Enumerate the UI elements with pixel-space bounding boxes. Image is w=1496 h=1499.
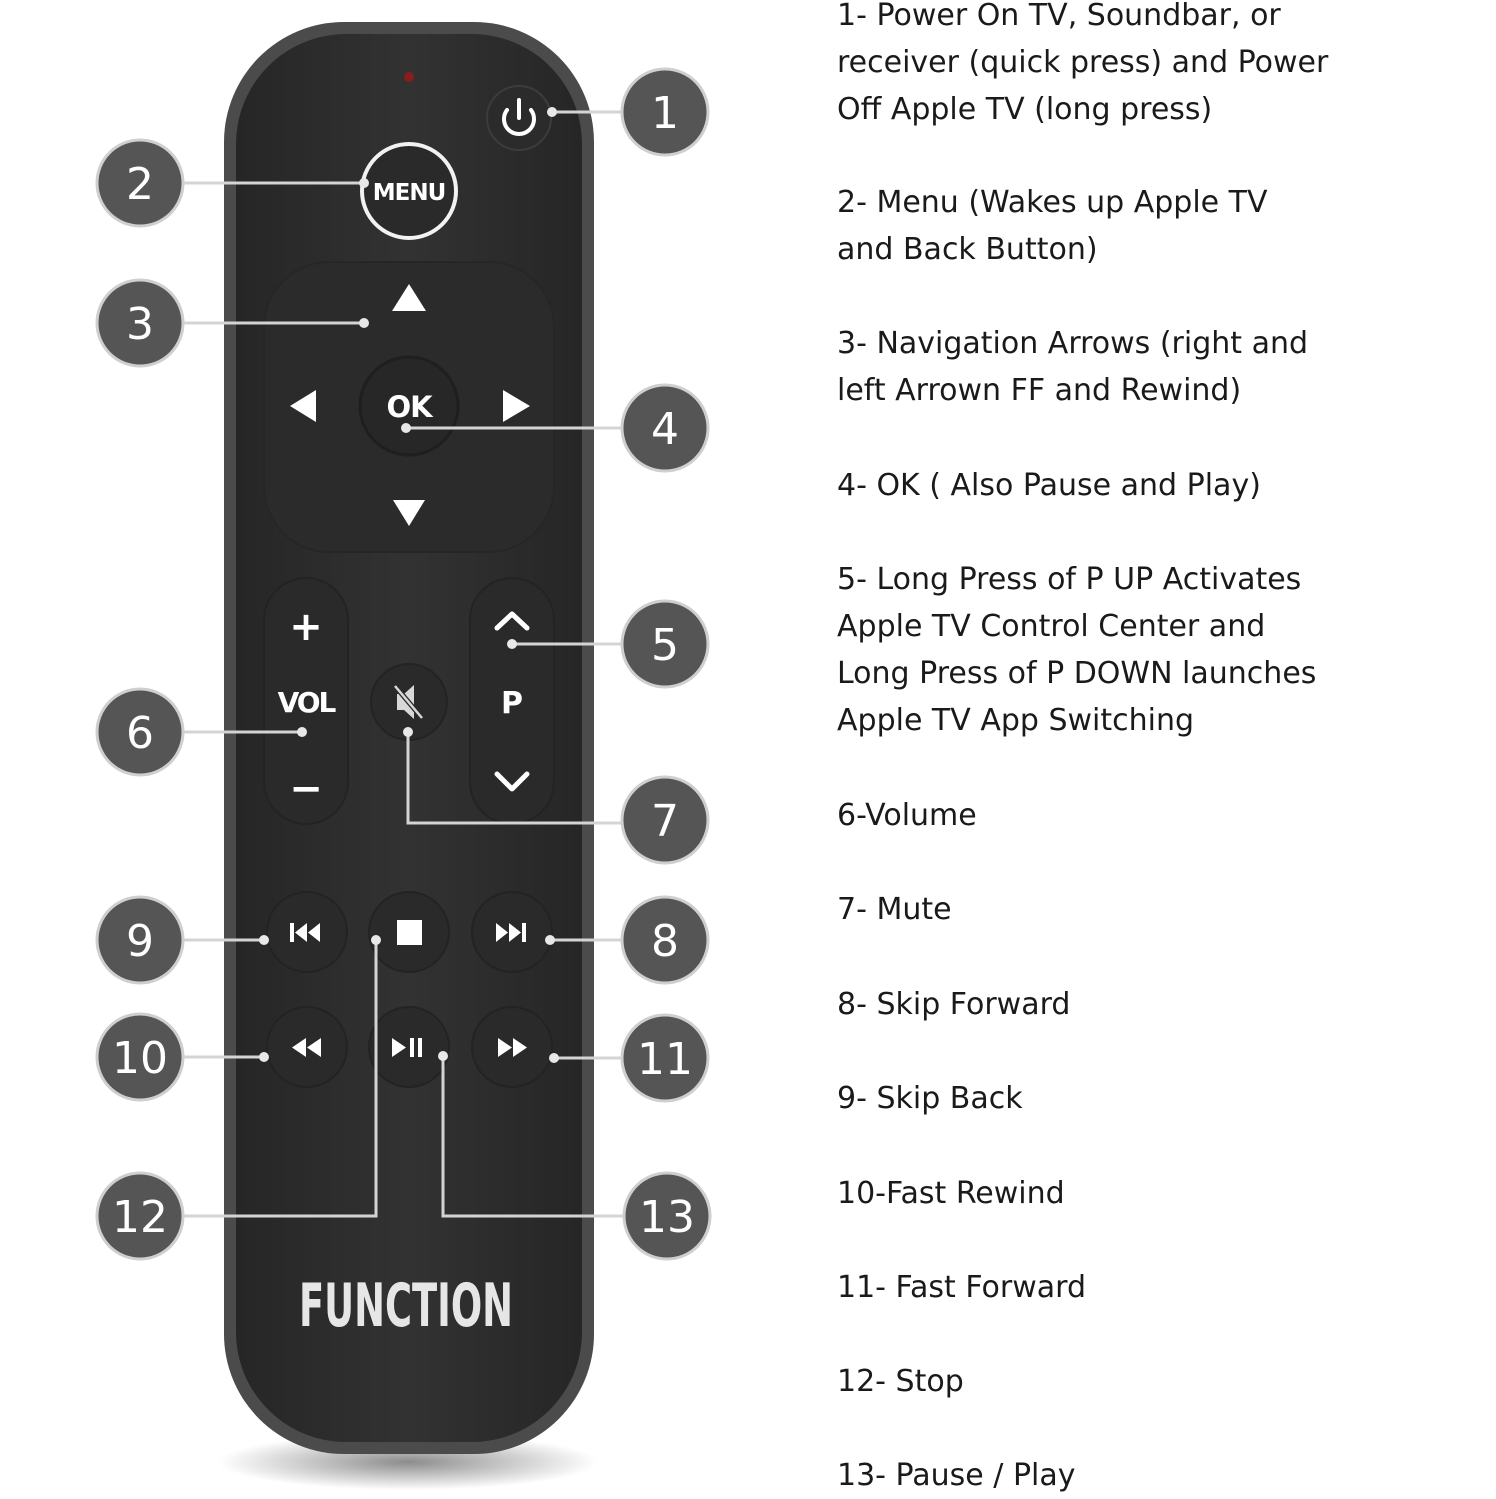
callout-6: 6 — [95, 687, 185, 777]
callout-2: 2 — [95, 138, 185, 228]
chevron-down-icon — [494, 771, 530, 792]
volume-up-label: + — [289, 604, 323, 650]
callout-number: 8 — [651, 916, 679, 967]
stop-button[interactable] — [368, 891, 450, 973]
description-1: 1- Power On TV, Soundbar, or receiver (q… — [837, 0, 1329, 127]
callouts: 1 2 3 4 5 6 7 8 — [95, 67, 712, 1261]
description-11: 11- Fast Forward — [837, 1270, 1086, 1305]
callout-number: 9 — [126, 916, 154, 967]
menu-button[interactable]: MENU — [360, 142, 458, 240]
play-pause-icon — [392, 1038, 422, 1057]
callout-4: 4 — [620, 383, 710, 473]
arrow-down-icon[interactable] — [393, 500, 425, 526]
callout-8: 8 — [620, 895, 710, 985]
volume-label: VOL — [278, 686, 337, 719]
power-button[interactable] — [486, 85, 552, 151]
callout-number: 13 — [639, 1192, 695, 1243]
mute-button[interactable] — [370, 663, 448, 741]
description-8: 8- Skip Forward — [837, 987, 1071, 1022]
callout-number: 3 — [126, 299, 154, 350]
power-icon — [502, 98, 536, 136]
description-3: 3- Navigation Arrows (right and left Arr… — [837, 326, 1309, 408]
arrow-up-icon[interactable] — [392, 284, 426, 311]
callout-number: 1 — [651, 88, 679, 139]
play-pause-button[interactable] — [368, 1006, 450, 1088]
skip-forward-icon — [496, 923, 526, 942]
description-5: 5- Long Press of P UP Activates Apple TV… — [837, 562, 1317, 738]
program-label: P — [501, 686, 523, 721]
callout-7: 7 — [620, 775, 710, 865]
menu-button-label: MENU — [373, 180, 446, 206]
description-13: 13- Pause / Play — [837, 1458, 1076, 1493]
callout-number: 5 — [651, 620, 679, 671]
callout-number: 12 — [112, 1192, 168, 1243]
callout-5: 5 — [620, 599, 710, 689]
skip-back-icon — [290, 923, 320, 942]
callout-11: 11 — [620, 1013, 710, 1103]
description-10: 10-Fast Rewind — [837, 1176, 1065, 1211]
description-7: 7- Mute — [837, 892, 952, 927]
chevron-up-icon — [494, 611, 530, 631]
stop-icon — [397, 920, 422, 945]
description-9: 9- Skip Back — [837, 1081, 1023, 1116]
description-6: 6-Volume — [837, 798, 977, 833]
callout-13: 13 — [622, 1171, 712, 1261]
fast-forward-button[interactable] — [471, 1006, 553, 1088]
program-rocker[interactable]: P — [469, 577, 555, 825]
ok-button-label: OK — [386, 390, 434, 424]
mute-icon — [393, 684, 424, 720]
status-led — [404, 72, 414, 82]
fast-forward-icon — [498, 1038, 527, 1057]
callout-number: 10 — [112, 1033, 168, 1084]
callout-number: 4 — [651, 404, 679, 455]
callout-number: 2 — [126, 159, 154, 210]
callout-number: 7 — [651, 796, 679, 847]
callout-10: 10 — [95, 1012, 185, 1102]
ok-button[interactable]: OK — [358, 355, 460, 457]
description-2: 2- Menu (Wakes up Apple TV and Back Butt… — [837, 185, 1268, 267]
callout-3: 3 — [95, 278, 185, 368]
brand-logo: FUNCTION — [299, 1271, 513, 1341]
rewind-icon — [292, 1038, 321, 1057]
description-12: 12- Stop — [837, 1364, 964, 1399]
skip-forward-button[interactable] — [471, 891, 553, 973]
volume-rocker[interactable]: + VOL − — [263, 577, 349, 825]
callout-12: 12 — [95, 1171, 185, 1261]
callout-1: 1 — [620, 67, 710, 157]
volume-down-label: − — [289, 766, 323, 812]
rewind-button[interactable] — [266, 1006, 348, 1088]
callout-number: 6 — [126, 708, 154, 759]
callout-9: 9 — [95, 895, 185, 985]
arrow-left-icon[interactable] — [290, 390, 316, 422]
leader-lines — [184, 110, 624, 1218]
leader-dots — [259, 107, 559, 1063]
description-4: 4- OK ( Also Pause and Play) — [837, 468, 1261, 503]
skip-back-button[interactable] — [266, 891, 348, 973]
callout-number: 11 — [637, 1034, 693, 1085]
arrow-right-icon[interactable] — [503, 390, 530, 422]
